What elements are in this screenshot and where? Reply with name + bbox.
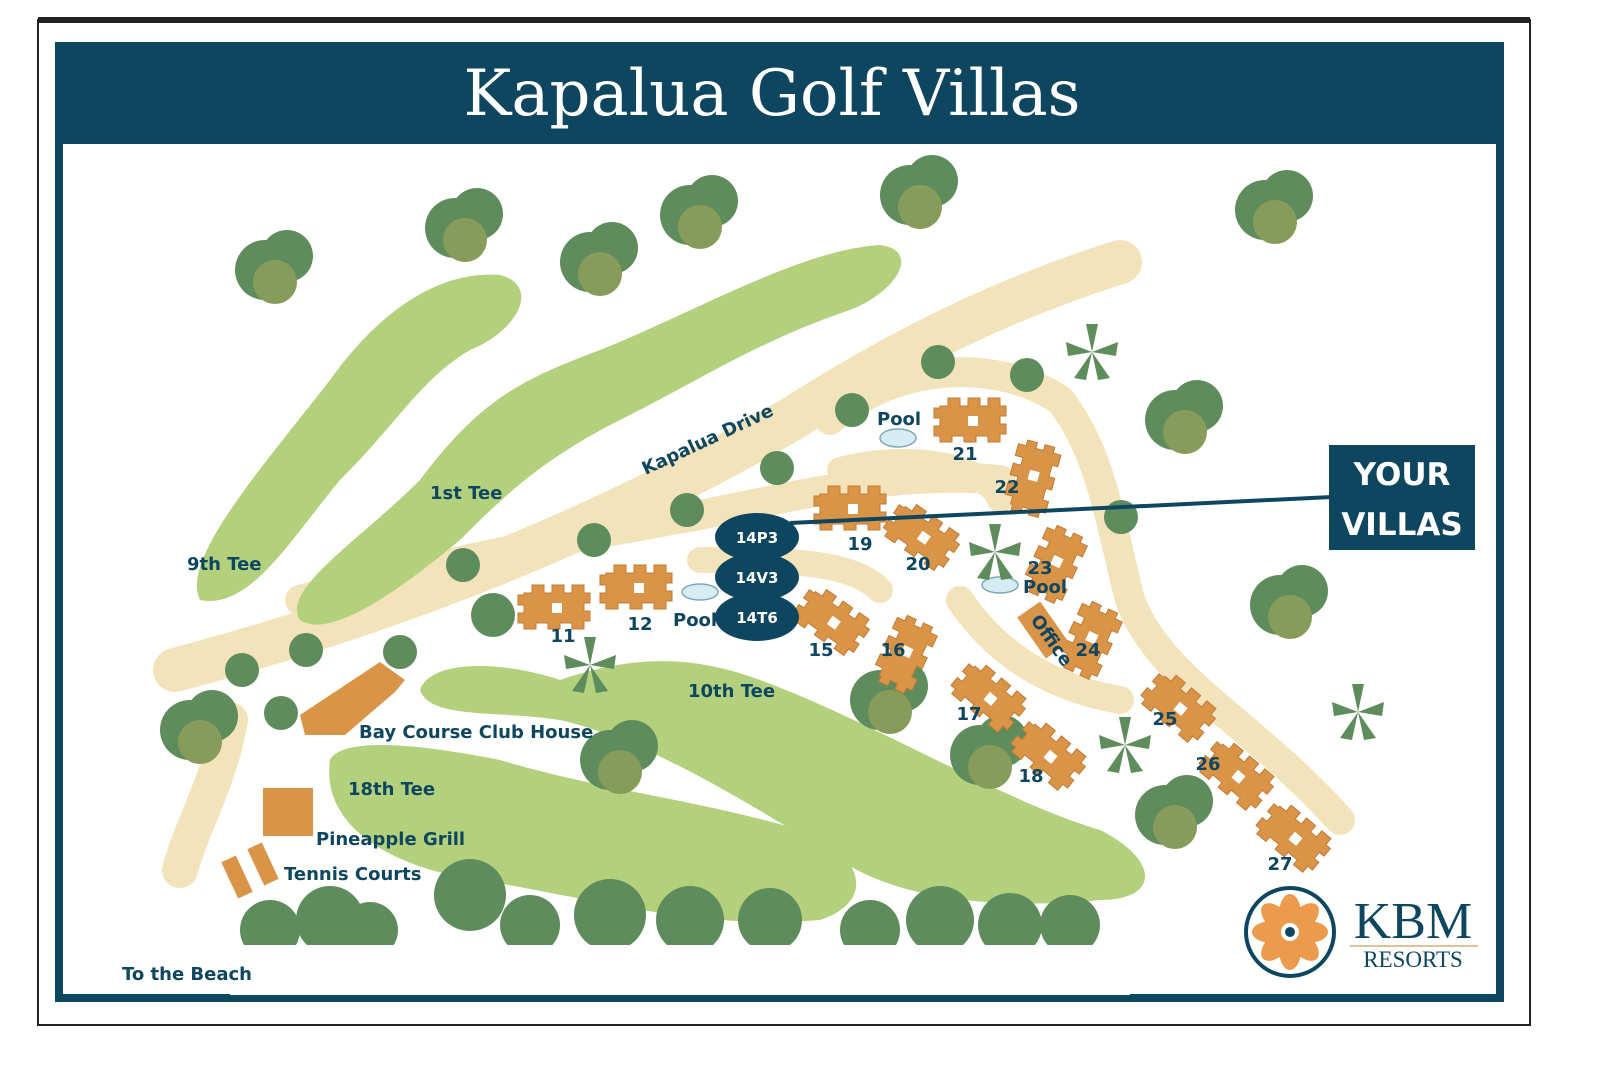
label-9th-tee: 9th Tee	[187, 554, 262, 575]
label-pool: Pool	[877, 409, 921, 430]
villa-unit-label: 14V3	[736, 569, 779, 587]
villa-number: 19	[847, 534, 872, 555]
header-band	[55, 42, 1504, 144]
villa-number: 12	[627, 614, 652, 635]
logo-brand: KBM	[1354, 893, 1472, 950]
label-pool: Pool	[1023, 577, 1067, 598]
label-18th-tee: 18th Tee	[348, 779, 435, 800]
pointer-line	[789, 495, 1333, 525]
label-1st-tee: 1st Tee	[430, 483, 502, 504]
fairways	[196, 245, 1145, 922]
label-pool: Pool	[673, 610, 717, 631]
your-villa-markers: 14P3 14V3 14T6	[715, 513, 799, 641]
label-club-house: Bay Course Club House	[359, 722, 593, 743]
villa-unit-label: 14T6	[736, 609, 778, 627]
label-10th-tee: 10th Tee	[688, 681, 775, 702]
villa-marker-14t6[interactable]	[715, 593, 799, 641]
villa-number: 21	[952, 444, 977, 465]
villa-number: 11	[550, 626, 575, 647]
villa-number: 25	[1152, 709, 1177, 730]
page-title: Kapalua Golf Villas	[464, 57, 1081, 131]
villa-number: 24	[1075, 640, 1100, 661]
callout-line-1: YOUR	[1353, 457, 1451, 493]
callout-line-2: VILLAS	[1341, 507, 1462, 543]
label-pineapple-grill: Pineapple Grill	[316, 829, 465, 850]
villa-number: 15	[808, 640, 833, 661]
label-tennis-courts: Tennis Courts	[284, 864, 421, 885]
villa-marker-14p3[interactable]	[715, 513, 799, 561]
villa-number: 26	[1195, 754, 1220, 775]
label-to-the-beach: To the Beach	[122, 964, 252, 985]
villa-unit-label: 14P3	[736, 529, 778, 547]
villa-number: 18	[1018, 766, 1043, 787]
villa-number: 27	[1267, 854, 1292, 875]
kbm-logo: KBM RESORTS	[1244, 886, 1478, 978]
villa-marker-14v3[interactable]	[715, 553, 799, 601]
villa-number: 22	[994, 477, 1019, 498]
trees	[160, 155, 1328, 995]
pools	[681, 428, 1019, 601]
villa-numbers: 11 12 15 16 17 18 19 20 21 22 23 24 25 2…	[550, 444, 1292, 875]
villa-number: 16	[880, 640, 905, 661]
villa-buildings	[221, 397, 1337, 899]
logo-sub: RESORTS	[1363, 947, 1463, 972]
top-edge	[38, 17, 1530, 23]
your-villas-callout	[1329, 445, 1475, 550]
villa-number: 17	[956, 704, 981, 725]
villa-number: 20	[905, 554, 930, 575]
villa-number: 23	[1027, 558, 1052, 579]
